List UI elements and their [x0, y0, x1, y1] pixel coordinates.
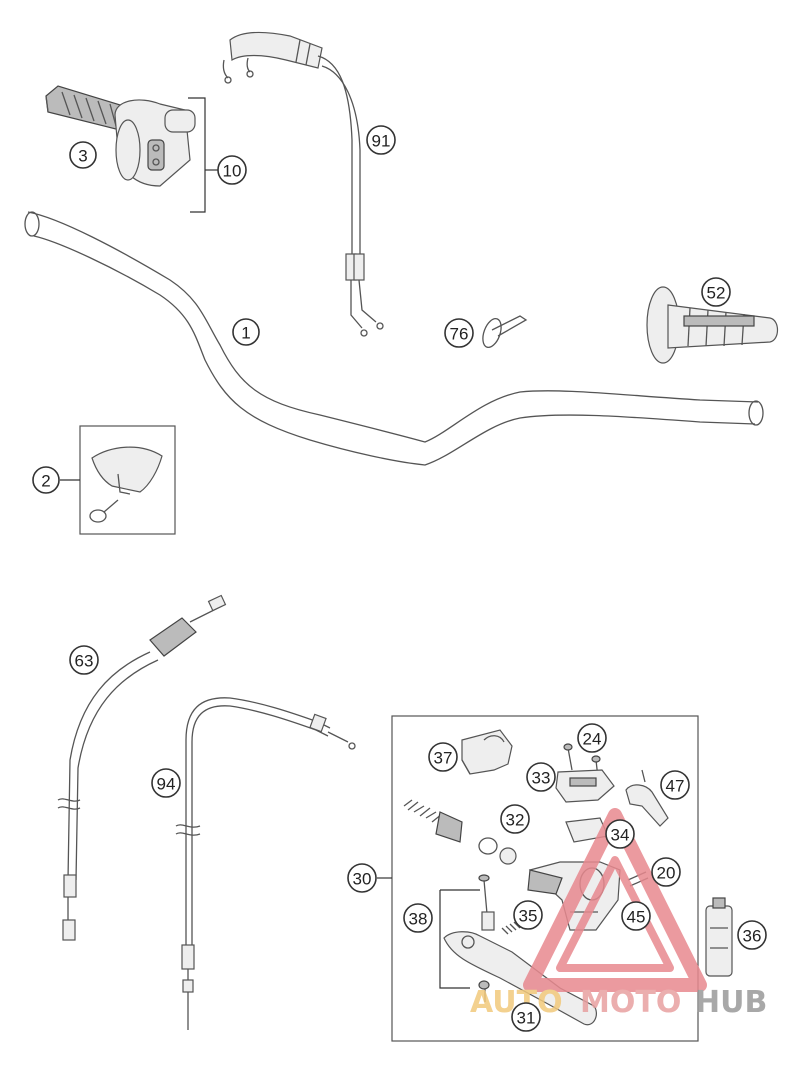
throttle-grip [45, 85, 196, 187]
label-36: 36 [737, 920, 767, 950]
svg-text:63: 63 [75, 652, 94, 671]
svg-text:38: 38 [409, 910, 428, 929]
label-10: 10 [217, 155, 247, 185]
hot-start-cable [175, 697, 356, 1030]
svg-text:34: 34 [611, 826, 630, 845]
svg-text:76: 76 [450, 325, 469, 344]
label-2: 2 [32, 466, 60, 494]
label-52: 52 [701, 277, 731, 307]
label-37: 37 [428, 742, 458, 772]
handlebar [24, 211, 764, 466]
svg-text:1: 1 [241, 324, 250, 343]
label-34: 34 [605, 819, 635, 849]
label-45: 45 [621, 901, 651, 931]
svg-text:36: 36 [743, 927, 762, 946]
svg-text:47: 47 [666, 777, 685, 796]
watermark-moto-text: MOTO [580, 985, 681, 1020]
svg-text:31: 31 [517, 1009, 536, 1028]
label-35: 35 [513, 900, 543, 930]
svg-text:94: 94 [157, 775, 176, 794]
label-20: 20 [651, 857, 681, 887]
label-63: 63 [69, 645, 99, 675]
label-30: 30 [347, 863, 377, 893]
label-91: 91 [366, 125, 396, 155]
label-32: 32 [500, 804, 530, 834]
clamp-part [461, 729, 513, 775]
throttle-bracket-lines [188, 97, 218, 213]
label-76: 76 [444, 318, 474, 348]
svg-text:10: 10 [223, 162, 242, 181]
svg-text:37: 37 [434, 749, 453, 768]
watermark-hub-text: HUB [695, 985, 767, 1020]
label-33: 33 [526, 762, 556, 792]
label-3: 3 [69, 141, 97, 169]
part-labels: 1 2 3 10 91 76 52 63 94 37 24 33 47 32 3… [32, 125, 767, 1032]
label-1: 1 [232, 318, 260, 346]
cable-tie [482, 315, 528, 349]
label-94: 94 [151, 768, 181, 798]
svg-text:32: 32 [506, 811, 525, 830]
svg-text:2: 2 [41, 472, 50, 491]
svg-text:30: 30 [353, 870, 372, 889]
oil-bottle [705, 905, 733, 977]
left-grip [646, 286, 779, 364]
label-24: 24 [577, 723, 607, 753]
svg-text:20: 20 [657, 864, 676, 883]
svg-text:3: 3 [78, 147, 87, 166]
svg-text:35: 35 [519, 907, 538, 926]
watermark: AUTO MOTO HUB [470, 808, 767, 1020]
clutch-lever [443, 931, 597, 1026]
label-31: 31 [511, 1002, 541, 1032]
svg-text:52: 52 [707, 284, 726, 303]
clutch-cable [57, 594, 227, 941]
svg-text:91: 91 [372, 132, 391, 151]
bar-pad-box [60, 425, 176, 535]
svg-text:45: 45 [627, 908, 646, 927]
label-38: 38 [403, 903, 433, 933]
throttle-cables [222, 31, 384, 337]
svg-text:24: 24 [583, 730, 602, 749]
svg-text:33: 33 [532, 769, 551, 788]
label-47: 47 [660, 770, 690, 800]
